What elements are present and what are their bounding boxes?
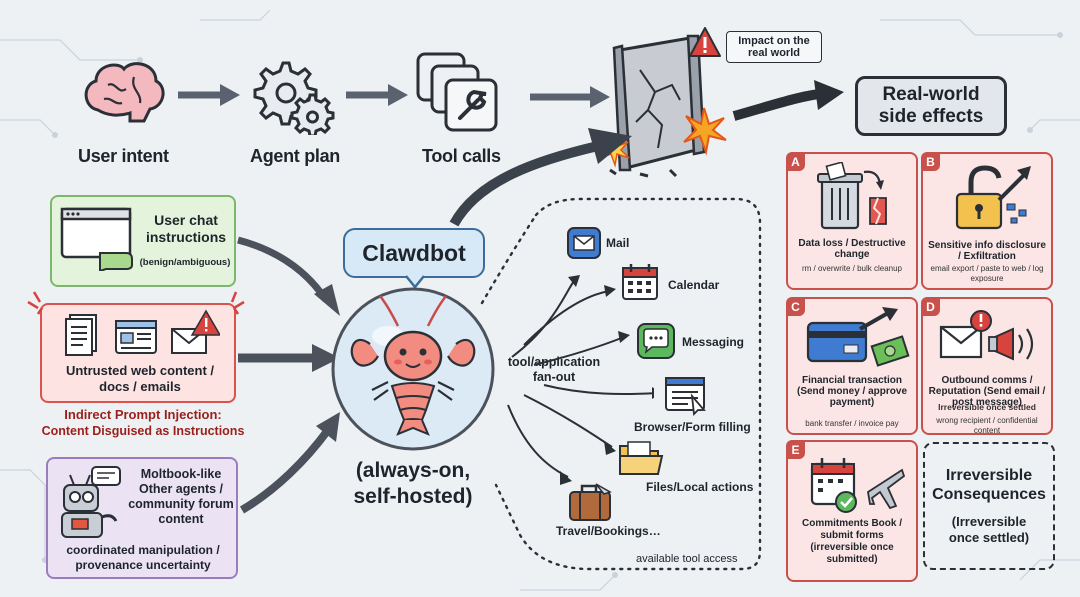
tool-travel-label: Travel/Bookings… [556, 524, 661, 538]
tool-calls-icon [416, 52, 498, 132]
effect-sub2-d: Irreversible once settled [938, 402, 1036, 412]
moltbook-box: Moltbook-like Other agents / community f… [46, 457, 238, 579]
trash-icon [817, 162, 887, 230]
effect-title-c: Financial transaction (Send money / appr… [796, 375, 908, 408]
flow-arrow [346, 84, 408, 106]
effect-card-b: B Sensitive info disclosure / Exfiltrati… [921, 152, 1053, 290]
effect-sub-b: email export / paste to web / log exposu… [930, 264, 1044, 283]
effect-title-e: Commitments Book / submit forms (irrever… [801, 518, 902, 565]
robot-agent-icon [61, 466, 121, 538]
calendar-icon [622, 264, 658, 300]
irreversible-note: (Irreversible once settled) [948, 514, 1030, 545]
effect-tag-e: E [786, 440, 805, 459]
effect-card-e: E Commitments Book / submit forms (irrev… [786, 440, 918, 582]
web-page-icon [115, 320, 157, 354]
effect-title-d: Outbound comms / Reputation (Send email … [928, 375, 1046, 408]
tool-files-label: Files/Local actions [646, 480, 754, 494]
fanout-label: tool/application fan-out [507, 355, 601, 384]
email-megaphone-icon [939, 310, 1034, 361]
luggage-icon [569, 483, 612, 521]
effect-tag-a: A [786, 152, 805, 171]
moltbook-title: Moltbook-like Other agents / community f… [128, 467, 234, 526]
tool-access-region [480, 197, 762, 571]
document-icon [65, 314, 97, 356]
flow-arrow [732, 80, 844, 121]
bubble-tail [405, 275, 425, 289]
brain-icon [84, 62, 165, 123]
impact-note: Impact on the real world [726, 31, 822, 63]
side-effects-box: Real-world side effects [855, 76, 1007, 136]
effect-card-c: C Financial transaction (Send money / ap… [786, 297, 918, 435]
tool-mail-label: Mail [606, 236, 630, 250]
lobster-icon [331, 287, 495, 451]
calendar-plane-icon [810, 458, 906, 513]
untrusted-title: Untrusted web content / docs / emails [65, 363, 215, 394]
tool-browser-label: Browser/Form filling [634, 420, 751, 434]
injection-caption-line2: Content Disguised as Instructions [41, 424, 245, 438]
moltbook-note: coordinated manipulation / provenance un… [66, 543, 220, 572]
browser-form-icon [665, 377, 706, 416]
effect-tag-d: D [921, 297, 940, 316]
user-chat-title: User chat instructions [145, 212, 227, 245]
user-chat-note: (benign/ambiguous) [139, 256, 231, 268]
email-warning-icon [171, 309, 220, 354]
flow-arrow [530, 86, 610, 108]
alert-sparks [27, 291, 245, 315]
user-intent-label: User intent [78, 146, 169, 166]
chat-window-icon [60, 207, 133, 271]
effect-card-d: D Outbound comms / Reputation (Send emai… [921, 297, 1053, 435]
effect-tag-c: C [786, 297, 805, 316]
clawdbot-subtitle: (always-on, self-hosted) [353, 459, 473, 508]
tool-messaging-label: Messaging [682, 335, 745, 349]
folder-icon [619, 441, 664, 475]
gears-icon [253, 61, 335, 135]
effect-sub-a: rm / overwrite / bulk cleanup [801, 264, 903, 273]
tool-calendar-label: Calendar [668, 278, 720, 292]
effect-title-a: Data loss / Destructive change [798, 238, 906, 260]
flow-arrow [178, 84, 240, 106]
effect-card-a: A Data loss / Destructive change rm / ov… [786, 152, 918, 290]
tool-access-footer: available tool access [636, 553, 738, 565]
agent-plan-label: Agent plan [250, 146, 340, 166]
input-arrows [237, 236, 340, 514]
messaging-icon [637, 323, 675, 359]
warning-icon [689, 27, 721, 57]
tool-calls-label: Tool calls [422, 146, 501, 166]
effect-title-b: Sensitive info disclosure / Exfiltration [928, 240, 1046, 262]
effect-sub-c: bank transfer / invoice pay [805, 419, 899, 428]
irreversible-title: Irreversible Consequences [932, 467, 1046, 503]
effect-tag-b: B [921, 152, 940, 171]
credit-card-money-icon [806, 307, 910, 367]
fanout-arrows [507, 275, 654, 485]
effect-sub-d: wrong recipient / confidential content [936, 416, 1038, 435]
clawdbot-name-bubble: Clawdbot [343, 228, 485, 278]
user-chat-box: User chat instructions (benign/ambiguous… [50, 195, 236, 287]
escalation-arrow [449, 128, 632, 227]
clawdbot-name: Clawdbot [362, 239, 466, 266]
mail-icon [567, 227, 601, 259]
untrusted-box: Untrusted web content / docs / emails [40, 303, 236, 403]
impact-note-text: Impact on the real world [738, 35, 810, 59]
unlock-icon [955, 165, 1031, 230]
injection-caption-line1: Indirect Prompt Injection: [64, 406, 222, 422]
irreversible-box: Irreversible Consequences (Irreversible … [923, 442, 1055, 570]
side-effects-title: Real-world side effects [878, 84, 984, 127]
